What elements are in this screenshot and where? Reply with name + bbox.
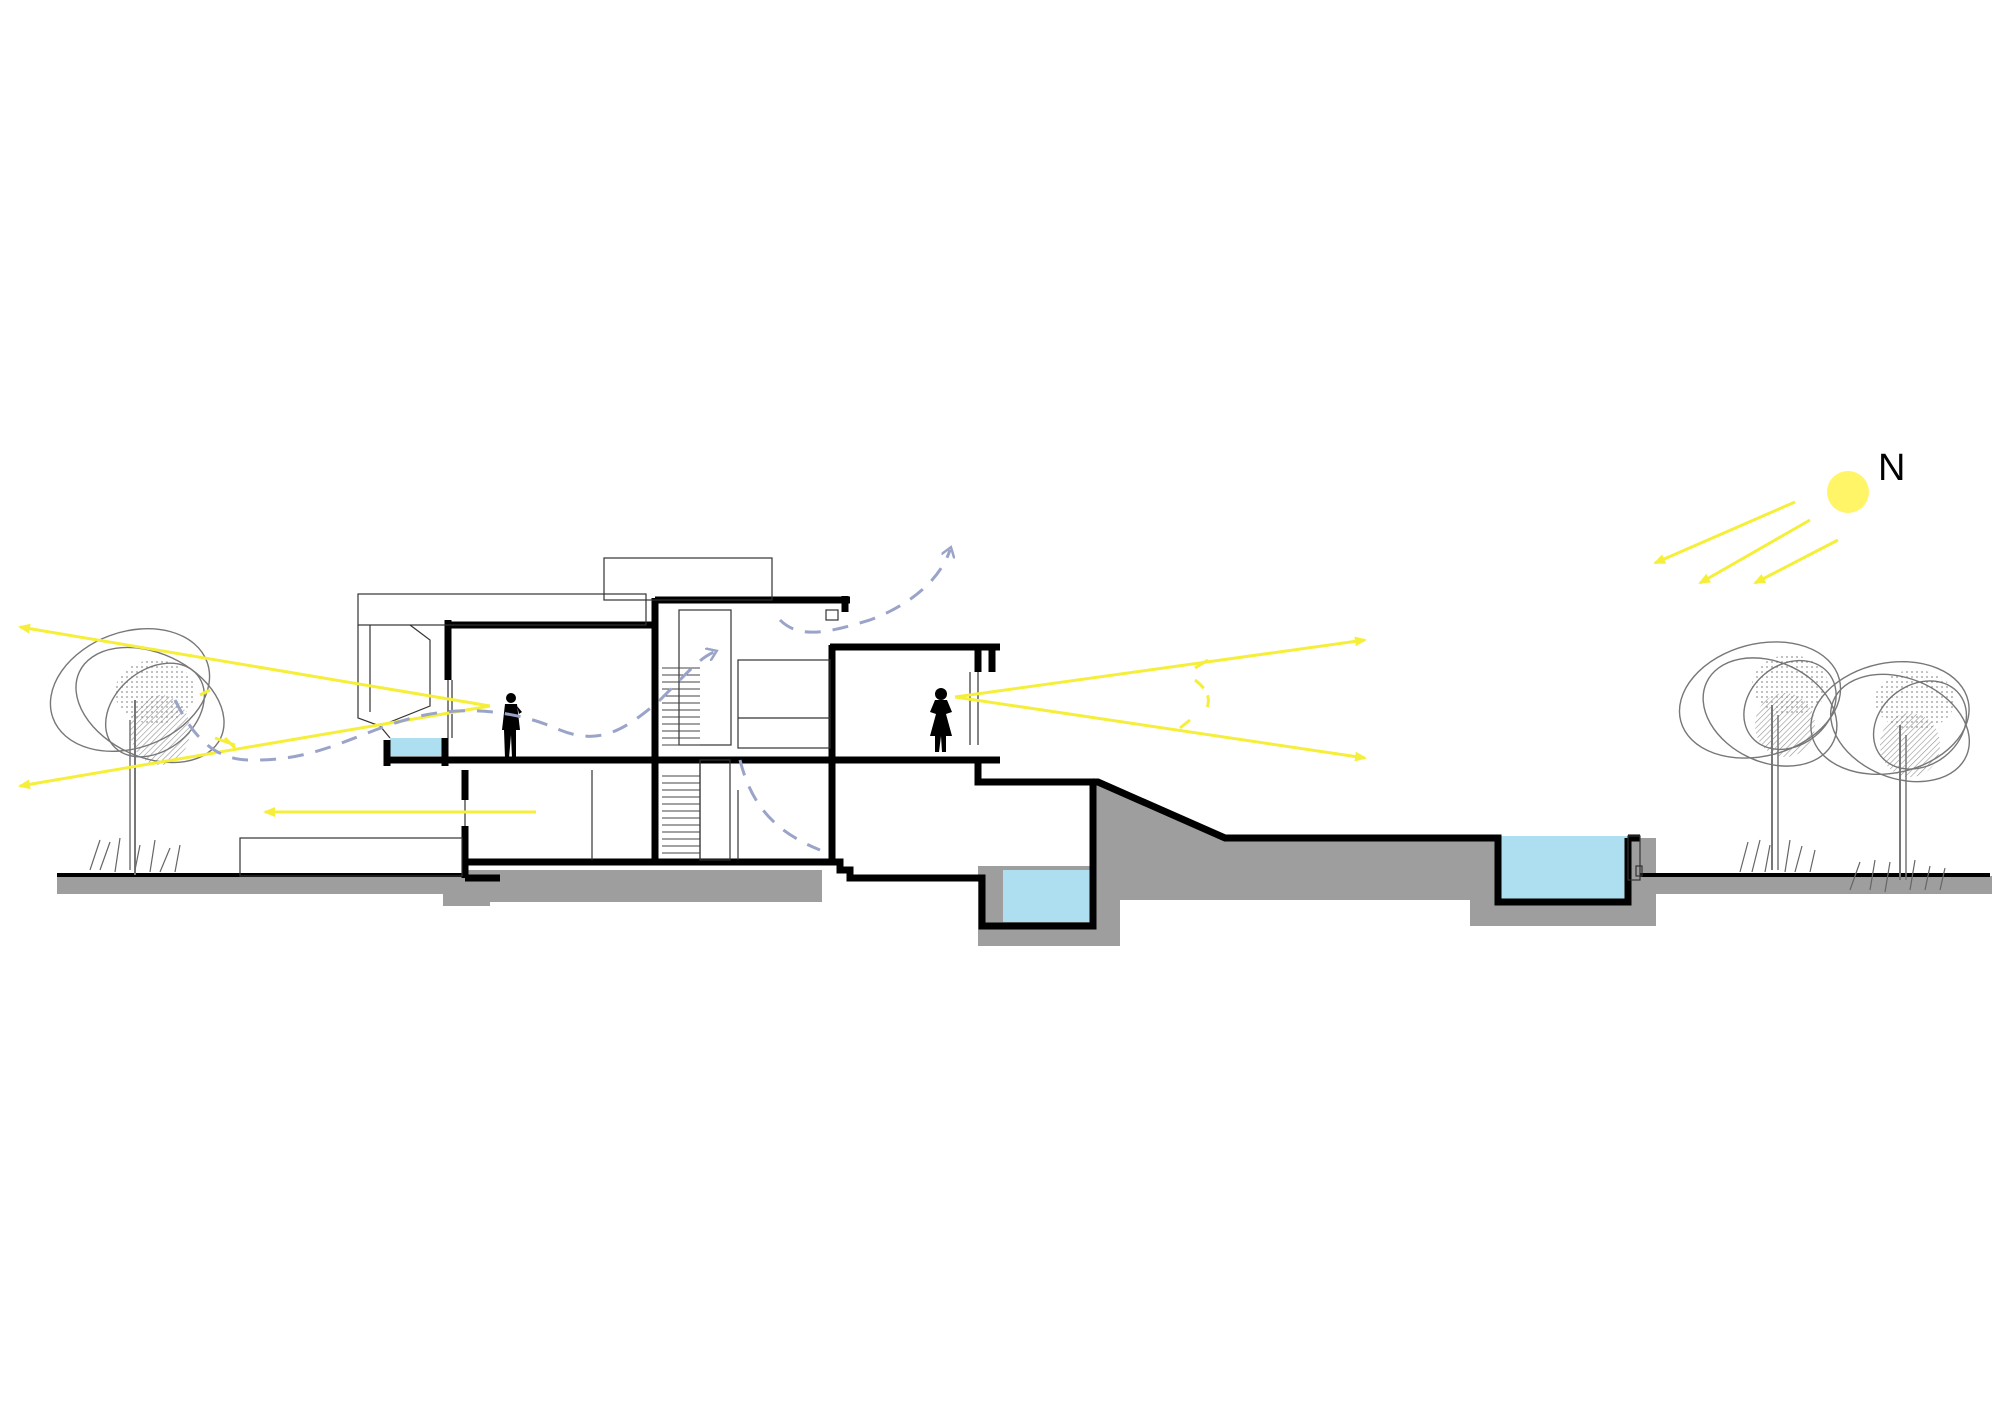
tree-icon xyxy=(1678,641,1842,873)
tree-icon xyxy=(49,628,225,875)
building-outline xyxy=(239,557,1643,881)
sun-icon xyxy=(1827,471,1869,513)
person-silhouette-icon xyxy=(930,688,952,752)
airflow-arrows xyxy=(173,550,950,852)
sun-rays xyxy=(18,500,1839,817)
right-pool-water xyxy=(1498,836,1628,900)
lower-pool-water xyxy=(1003,870,1093,922)
north-label: N xyxy=(1878,447,1905,489)
balcony-planter-water xyxy=(390,738,446,756)
tree-icon xyxy=(1810,660,1971,893)
building-structure xyxy=(383,596,1640,930)
person-silhouette-icon xyxy=(502,693,522,758)
